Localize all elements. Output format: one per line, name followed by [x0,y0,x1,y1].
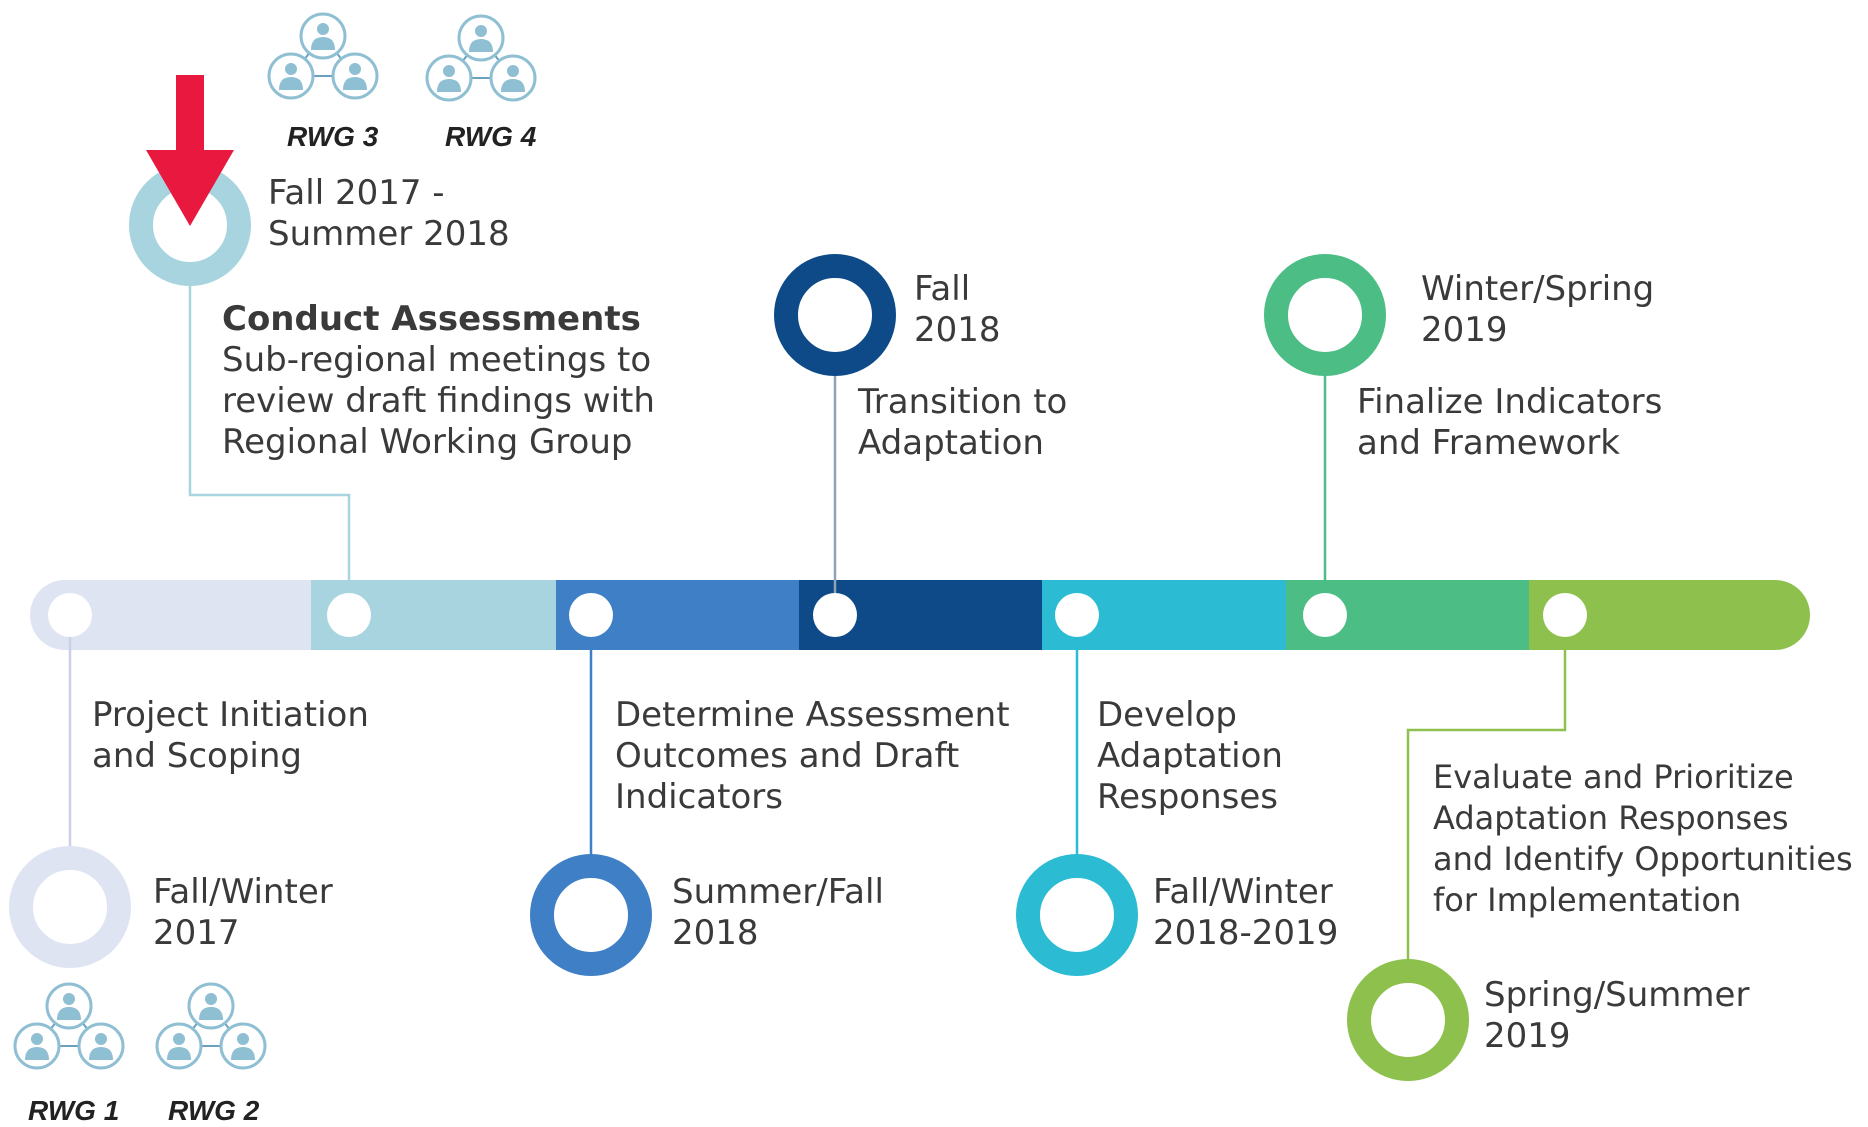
rwg-network-icon [267,12,379,100]
description-line: Regional Working Group [222,422,633,462]
description-line: Develop [1097,695,1237,735]
bar-dot-7 [1543,593,1587,637]
rwg-network-icon [425,14,537,102]
date-line: Spring/Summer [1484,975,1750,1015]
description-line: and Framework [1357,423,1620,463]
date-line: Summer 2018 [268,214,510,254]
connector-7 [1406,615,1567,1020]
milestone-3-date: Summer/Fall 2018 [672,872,884,954]
milestone-7-date: Spring/Summer 2019 [1484,975,1749,1057]
description-line: Adaptation Responses [1433,799,1789,837]
bar-dot-5 [1055,593,1099,637]
description-line: and Identify Opportunities [1433,840,1853,878]
bar-dot-3 [569,593,613,637]
milestone-6-date: Winter/Spring 2019 [1421,269,1654,351]
date-line: 2018 [914,310,1001,350]
rwg-network-icon [155,982,267,1070]
milestone-1-description: Project Initiation and Scoping [92,695,369,777]
milestone-2-title: Conduct Assessments [222,299,641,339]
date-line: 2018 [672,913,759,953]
description-line: Finalize Indicators [1357,382,1663,422]
milestone-2-date: Fall 2017 - Summer 2018 [268,173,510,255]
date-line: Fall 2017 - [268,173,445,213]
bar-dot-4 [813,593,857,637]
milestone-6-description: Finalize Indicators and Framework [1357,382,1662,464]
rwg-label: RWG 4 [445,121,537,152]
bar-dot-1 [48,593,92,637]
description-line: review draft findings with [222,381,655,421]
bar-dot-2 [327,593,371,637]
description-line: for Implementation [1433,881,1742,919]
milestone-1-date: Fall/Winter 2017 [153,872,333,954]
date-line: 2018-2019 [1153,913,1339,953]
description-line: Adaptation [1097,736,1283,776]
date-line: Summer/Fall [672,872,884,912]
date-line: 2019 [1421,310,1508,350]
milestone-ring-6 [1264,254,1386,376]
milestone-2-description: Conduct Assessments Sub-regional meeting… [222,299,655,463]
rwg-label: RWG 2 [168,1095,260,1126]
description-line: and Scoping [92,736,303,776]
rwg-label: RWG 3 [287,121,379,152]
date-line: Winter/Spring [1421,269,1655,309]
milestone-7-description: Evaluate and Prioritize Adaptation Respo… [1433,757,1853,921]
description-line: Indicators [615,777,783,817]
milestone-4-date: Fall 2018 [914,269,1001,351]
rwg-network-icon [13,982,125,1070]
date-line: Fall/Winter [1153,872,1333,912]
description-line: Project Initiation [92,695,369,735]
date-line: Fall/Winter [153,872,333,912]
milestone-ring-5 [1016,854,1138,976]
bar-dot-6 [1303,593,1347,637]
description-line: Adaptation [858,423,1044,463]
milestone-ring-4 [774,254,896,376]
description-line: Responses [1097,777,1279,817]
description-line: Sub-regional meetings to [222,340,652,380]
connector-2 [188,225,351,615]
milestone-5-description: Develop Adaptation Responses [1097,695,1283,818]
description-line: Outcomes and Draft [615,736,960,776]
milestone-5-date: Fall/Winter 2018-2019 [1153,872,1338,954]
current-stage-arrow-icon [146,75,234,226]
description-line: Evaluate and Prioritize [1433,758,1794,796]
date-line: 2017 [153,913,240,953]
milestone-4-description: Transition to Adaptation [858,382,1067,464]
milestone-ring-1 [9,846,131,968]
milestone-ring-3 [530,854,652,976]
description-line: Transition to [858,382,1068,422]
rwg-label: RWG 1 [28,1095,120,1126]
milestone-ring-7 [1347,959,1469,1081]
description-line: Determine Assessment [615,695,1010,735]
date-line: 2019 [1484,1016,1571,1056]
date-line: Fall [914,269,971,309]
milestone-3-description: Determine Assessment Outcomes and Draft … [615,695,1010,818]
